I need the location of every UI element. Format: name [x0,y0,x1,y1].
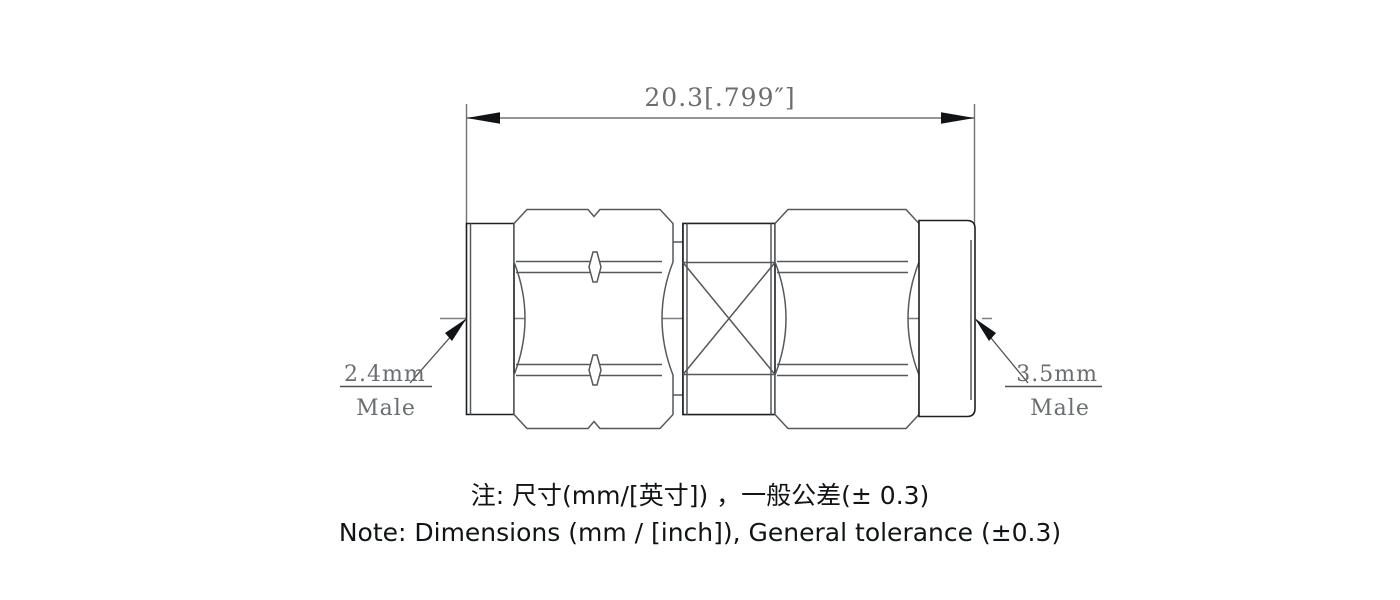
right-label-size-text: 3.5mm [1016,362,1098,387]
overall-length-dimension: 20.3[.799″] [465,83,976,228]
left-nut-lower-lens-mark [589,355,601,385]
right-leader-arrow-icon [975,318,996,341]
right-end-tip [918,219,976,418]
center-block-cross-diagonal-b [683,263,775,375]
dimension-value-text: 20.3[.799″] [644,83,795,112]
left-leader-arrow-icon [445,318,467,341]
left-nut-upper-lens-mark [589,252,601,282]
left-hex-nut [514,210,683,429]
right-hex-nut [775,210,919,429]
left-connector-callout: 2.4mm Male [340,318,467,421]
left-nut-outline [514,210,673,429]
right-tip-rounded-rectangle [918,219,976,418]
right-label-gender-text: Male [1030,396,1090,421]
dimension-arrow-right-icon [941,112,975,124]
left-end-tip [465,222,515,416]
right-nut-outline [775,210,919,429]
right-connector-callout: 3.5mm Male [974,318,1102,421]
note-line-english: Note: Dimensions (mm / [inch]), General … [338,518,1062,547]
note-line-chinese: 注: 尺寸(mm/[英寸]) ，一般公差(± 0.3) [470,481,930,510]
left-label-size-text: 2.4mm [344,362,426,387]
left-label-gender-text: Male [356,396,416,421]
dimension-arrow-left-icon [466,112,500,124]
notes-block: 注: 尺寸(mm/[英寸]) ，一般公差(± 0.3) Note: Dimens… [0,478,1400,552]
left-tip-rectangle [465,222,515,416]
